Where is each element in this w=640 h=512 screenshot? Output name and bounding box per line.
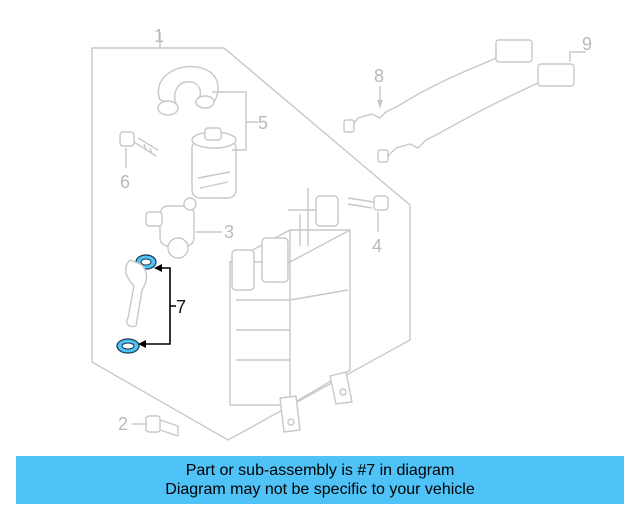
part-7-lower-clamp xyxy=(116,338,140,354)
callout-1: 1 xyxy=(154,26,164,46)
callout-7: 7 xyxy=(176,297,186,317)
callout-3: 3 xyxy=(224,222,234,242)
leader-7-arrow-bottom xyxy=(138,340,146,348)
assembly-outline xyxy=(91,47,411,441)
callout-6: 6 xyxy=(120,172,130,192)
leader-5 xyxy=(212,91,258,151)
part-1-canister xyxy=(229,188,353,433)
part-5-hose xyxy=(157,65,219,116)
leader-7 xyxy=(140,267,176,345)
part-9-sensor xyxy=(377,63,575,163)
part-7-hose xyxy=(125,259,148,328)
part-3-valve xyxy=(145,197,197,259)
callout-5: 5 xyxy=(258,113,268,133)
leader-7-arrow-top xyxy=(154,264,162,272)
part-6-bolt xyxy=(119,131,159,157)
part-2-bolt xyxy=(145,415,179,437)
banner-line-1: Part or sub-assembly is #7 in diagram xyxy=(185,462,455,479)
callout-4: 4 xyxy=(372,236,382,256)
leader-9 xyxy=(569,51,586,62)
callout-9: 9 xyxy=(582,34,592,54)
part-5-canister xyxy=(191,127,237,199)
part-4-bolt xyxy=(347,195,389,211)
callout-2: 2 xyxy=(118,414,128,434)
banner-line-2: Diagram may not be specific to your vehi… xyxy=(165,481,475,498)
parts-diagram: 1 5 6 3 7 xyxy=(91,26,592,441)
part-8-sensor xyxy=(343,39,533,133)
info-banner: Part or sub-assembly is #7 in diagram Di… xyxy=(16,456,624,504)
callout-8: 8 xyxy=(374,66,384,86)
